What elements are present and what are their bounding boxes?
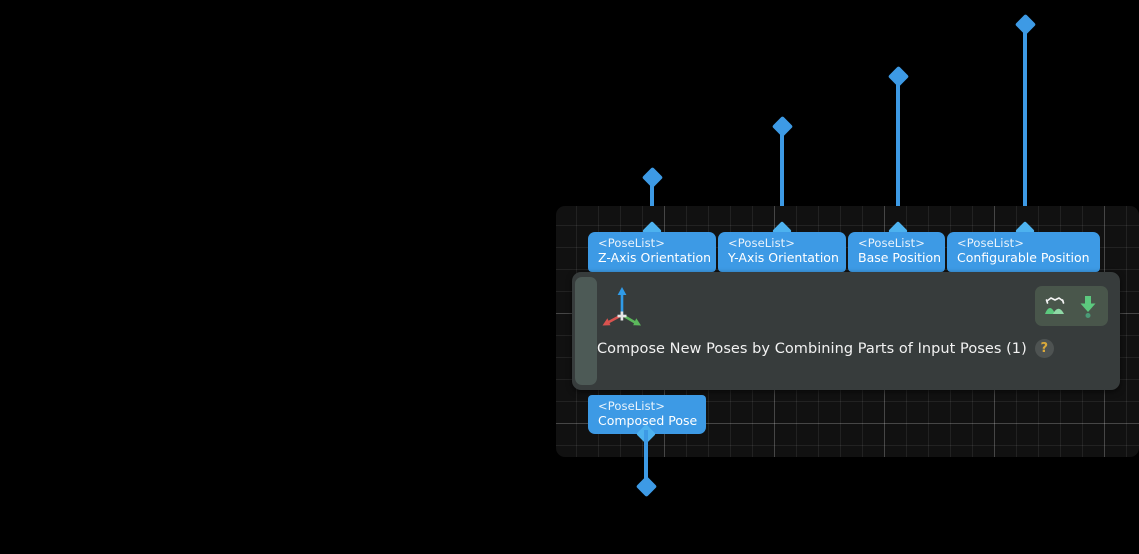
download-arrow-icon[interactable] — [1073, 291, 1103, 321]
coordinate-frame-icon — [600, 284, 644, 328]
preview-in-scene-icon[interactable] — [1040, 291, 1070, 321]
input-port-label: Z-Axis Orientation — [598, 250, 712, 266]
input-port-z-axis-orientation[interactable]: <PoseList> Z-Axis Orientation — [588, 232, 716, 272]
wire-endpoint-diamond-composed-pose[interactable] — [635, 475, 658, 498]
input-port-type: <PoseList> — [728, 236, 796, 250]
node-title-row: Compose New Poses by Combining Parts of … — [597, 339, 1110, 358]
wire-configurable-position — [1023, 31, 1027, 238]
wire-endpoint-diamond-configurable-position[interactable] — [1014, 13, 1037, 36]
wire-base-position — [896, 83, 900, 238]
input-port-label: Configurable Position — [957, 250, 1090, 266]
output-port-label: Composed Pose — [598, 413, 698, 429]
wire-y-axis-orientation — [780, 133, 784, 238]
input-port-base-position[interactable]: <PoseList> Base Position — [848, 232, 945, 272]
node-accent-bar — [575, 277, 597, 385]
input-port-label: Base Position — [858, 250, 942, 266]
node-compose-new-poses[interactable]: Compose New Poses by Combining Parts of … — [572, 272, 1120, 390]
input-port-y-axis-orientation[interactable]: <PoseList> Y-Axis Orientation — [718, 232, 846, 272]
node-action-panel[interactable] — [1035, 286, 1108, 326]
help-icon[interactable]: ? — [1034, 339, 1054, 358]
wire-composed-pose — [644, 430, 648, 483]
input-port-label: Y-Axis Orientation — [728, 250, 839, 266]
input-port-configurable-position[interactable]: <PoseList> Configurable Position — [947, 232, 1100, 272]
output-port-type: <PoseList> — [598, 399, 666, 413]
input-port-type: <PoseList> — [957, 236, 1025, 250]
wire-endpoint-diamond-y-axis-orientation[interactable] — [771, 115, 794, 138]
input-port-type: <PoseList> — [858, 236, 926, 250]
input-port-type: <PoseList> — [598, 236, 666, 250]
wire-endpoint-diamond-base-position[interactable] — [887, 65, 910, 88]
node-title: Compose New Poses by Combining Parts of … — [597, 340, 1027, 357]
wire-endpoint-diamond-z-axis-orientation[interactable] — [641, 166, 664, 189]
